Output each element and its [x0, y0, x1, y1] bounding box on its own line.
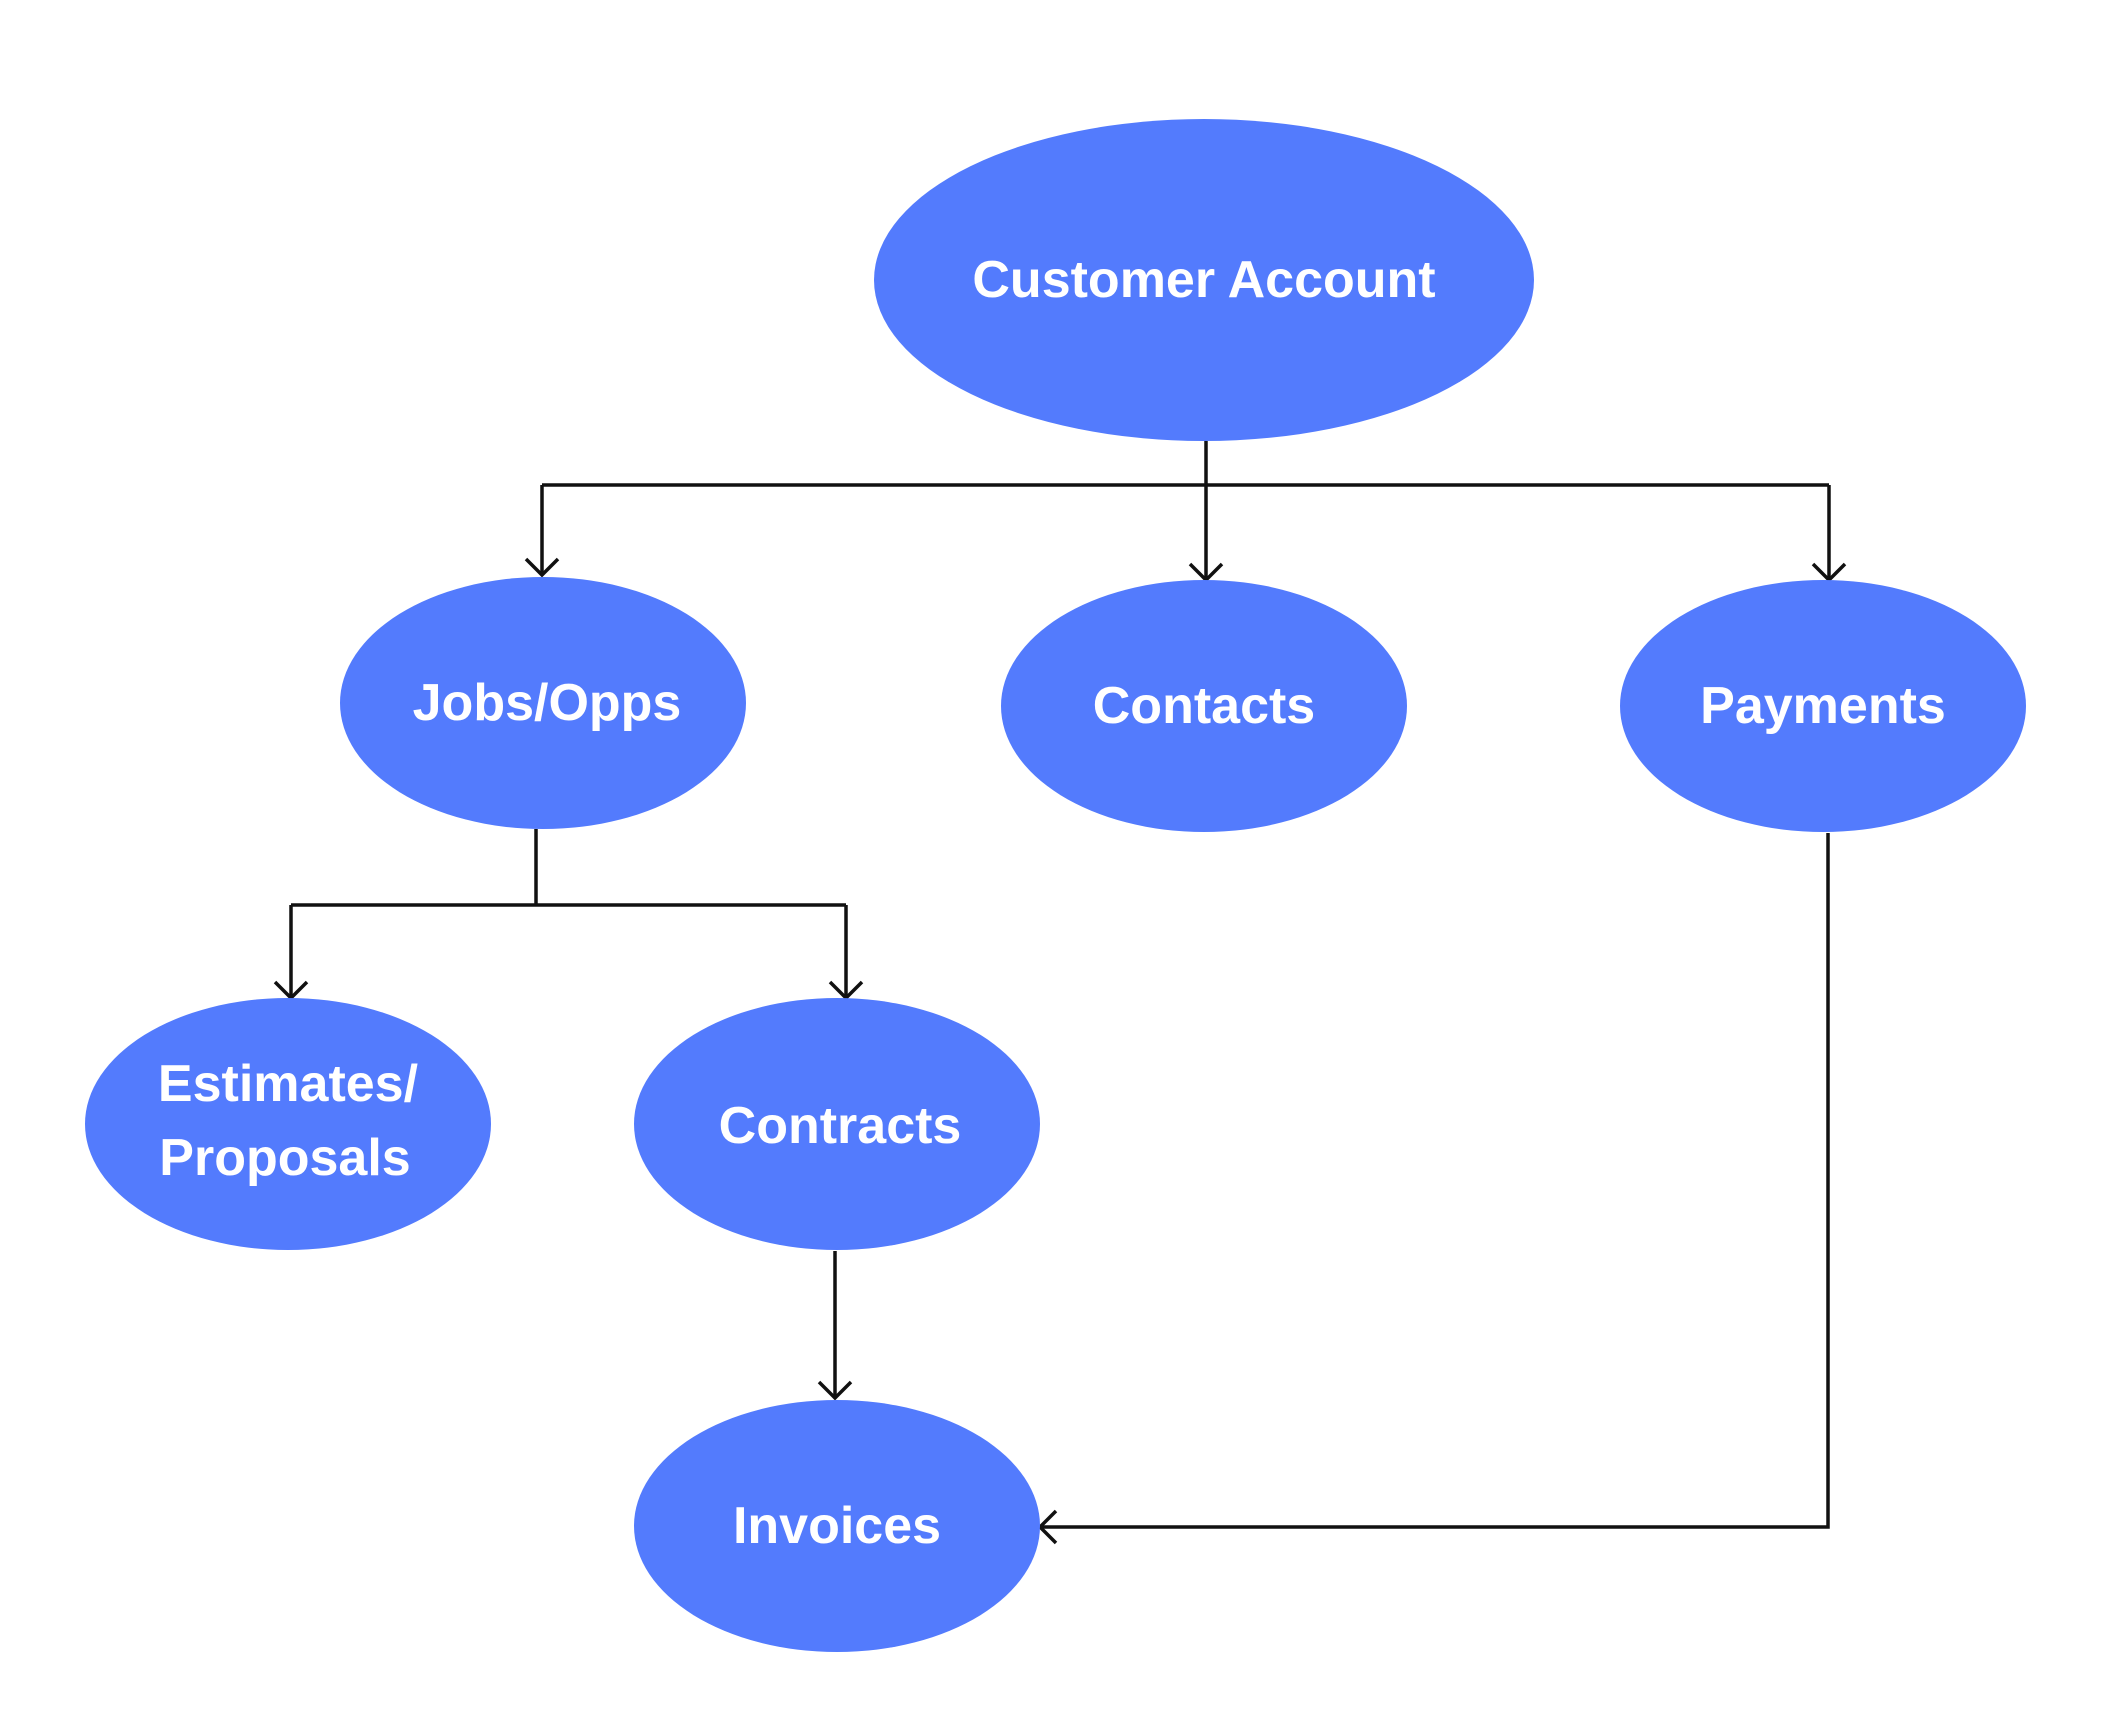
node-label-contracts: Contracts — [719, 1097, 962, 1155]
arrowhead-jobs-opps — [524, 557, 560, 578]
node-contacts[interactable]: Contacts — [1001, 580, 1407, 832]
edge-payments-to-invoices — [1042, 833, 1830, 1529]
node-label-invoices: Invoices — [733, 1497, 941, 1555]
node-payments[interactable]: Payments — [1620, 580, 2026, 832]
node-label-estimates-line2: Proposals — [159, 1129, 410, 1187]
node-jobs-opps[interactable]: Jobs/Opps — [340, 577, 746, 829]
edge-jobs-opps-to-children — [289, 829, 848, 996]
node-label-contacts: Contacts — [1093, 677, 1315, 735]
arrowhead-contacts — [1188, 562, 1224, 583]
node-estimates-proposals[interactable]: Estimates/ Proposals — [85, 998, 491, 1250]
node-invoices[interactable]: Invoices — [634, 1400, 1040, 1652]
node-customer-account[interactable]: Customer Account — [874, 119, 1534, 441]
arrowhead-payments — [1811, 562, 1847, 583]
arrowhead-invoices-from-payments — [1037, 1509, 1058, 1545]
node-label-payments: Payments — [1700, 677, 1946, 735]
arrowhead-invoices-from-contracts — [817, 1380, 853, 1401]
node-label-estimates-line1: Estimates/ — [158, 1055, 418, 1113]
arrowhead-contracts — [828, 980, 864, 1001]
connectors — [273, 441, 1847, 1545]
arrowhead-estimates-proposals — [273, 980, 309, 1001]
node-label-customer-account: Customer Account — [972, 251, 1435, 309]
edge-customer-account-to-children — [540, 441, 1831, 578]
node-contracts[interactable]: Contracts — [634, 998, 1040, 1250]
node-label-jobs-opps: Jobs/Opps — [413, 674, 682, 732]
